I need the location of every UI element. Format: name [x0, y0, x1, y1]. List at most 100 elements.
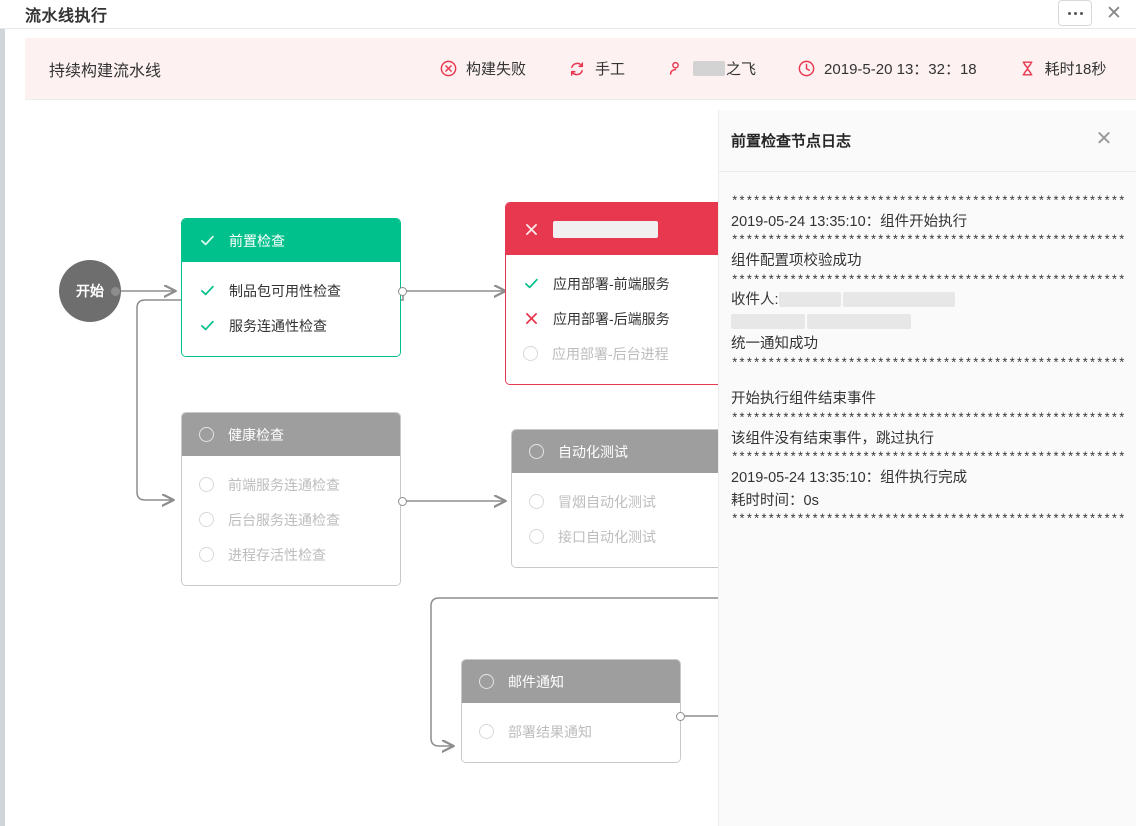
node-task-row[interactable]: 部署结果通知: [462, 714, 680, 749]
circle-icon: [199, 427, 214, 442]
pipeline-status-banner: 持续构建流水线 构建失败 手工 之飞: [25, 38, 1136, 99]
node-header-autotest[interactable]: 自动化测试: [512, 430, 718, 473]
operator-name: 之飞: [693, 58, 756, 79]
error-circle-icon: [440, 60, 457, 77]
node-log-panel: 前置检查节点日志 ✕ *****************************…: [718, 110, 1136, 826]
duration-label: 耗时18秒: [1044, 61, 1107, 78]
log-line-separator: ****************************************…: [731, 513, 1124, 528]
start-time: 2019-5-20 13：32：18: [798, 58, 977, 79]
log-panel-header: 前置检查节点日志 ✕: [719, 110, 1136, 172]
trigger-type: 手工: [568, 58, 625, 79]
circle-icon: [529, 494, 544, 509]
title-bar: 流水线执行 ✕: [0, 0, 1136, 29]
left-edge-rail: [0, 28, 5, 826]
graph-node-health[interactable]: 健康检查 前端服务连通检查 后台服务连通检查 进程存活性检查: [181, 412, 401, 586]
node-task-row[interactable]: 服务连通性检查: [182, 308, 400, 343]
node-task-label: 后台服务连通检查: [228, 511, 340, 528]
node-task-row[interactable]: 前端服务连通检查: [182, 467, 400, 502]
recipients-label: 收件人:: [731, 291, 779, 308]
clock-icon: [798, 60, 815, 77]
graph-connectors: [115, 100, 718, 826]
node-task-label: 前端服务连通检查: [228, 476, 340, 493]
graph-node-autotest[interactable]: 自动化测试 冒烟自动化测试 接口自动化测试: [511, 429, 718, 568]
graph-start-label: 开始: [76, 283, 104, 299]
circle-icon: [523, 346, 538, 361]
node-task-row[interactable]: 应用部署-后端服务: [506, 301, 718, 336]
node-header-mail[interactable]: 邮件通知: [462, 660, 680, 703]
pipeline-name: 持续构建流水线: [49, 62, 162, 80]
start-output-port[interactable]: [111, 287, 120, 296]
hourglass-icon: [1019, 60, 1036, 77]
node-title-health: 健康检查: [228, 426, 284, 443]
circle-icon: [479, 724, 494, 739]
check-icon: [523, 275, 540, 292]
build-status-label: 构建失败: [466, 61, 527, 78]
trigger-type-label: 手工: [595, 61, 626, 78]
graph-node-deploy[interactable]: 应用部署-前端服务 应用部署-后端服务 应用部署-后台进程: [505, 202, 718, 385]
node-task-label: 制品包可用性检查: [229, 282, 341, 299]
close-icon[interactable]: ✕: [1106, 2, 1122, 24]
build-status: 构建失败: [440, 58, 526, 79]
node-body-mail: 部署结果通知: [462, 703, 680, 762]
duration: 耗时18秒: [1019, 58, 1107, 79]
node-task-row[interactable]: 冒烟自动化测试: [512, 484, 718, 519]
node-task-label: 应用部署-后台进程: [552, 345, 669, 362]
log-line-separator: ****************************************…: [731, 195, 1124, 209]
node-body-health: 前端服务连通检查 后台服务连通检查 进程存活性检查: [182, 456, 400, 585]
redacted-mask: [553, 220, 658, 238]
log-line-text: 开始执行组件结束事件: [731, 391, 876, 408]
node-task-row[interactable]: 进程存活性检查: [182, 537, 400, 572]
node-task-label: 应用部署-后端服务: [553, 310, 670, 327]
start-time-label: 2019-5-20 13：32：18: [824, 61, 977, 78]
log-line-text: 组件配置项校验成功: [731, 253, 862, 270]
node-task-label: 接口自动化测试: [558, 528, 656, 545]
node-task-row[interactable]: 应用部署-前端服务: [506, 266, 718, 301]
circle-icon: [199, 547, 214, 562]
banner-meta-group: 构建失败 手工 之飞 20: [440, 38, 1106, 99]
node-task-row[interactable]: 接口自动化测试: [512, 519, 718, 554]
node-task-row[interactable]: 制品包可用性检查: [182, 273, 400, 308]
user-icon: [667, 60, 684, 77]
circle-icon: [479, 674, 494, 689]
log-content[interactable]: ****************************************…: [719, 172, 1136, 826]
node-header-deploy[interactable]: [506, 203, 718, 255]
log-line-text: 2019-05-24 13:35:10：组件执行完成: [731, 470, 968, 487]
circle-icon: [199, 477, 214, 492]
graph-node-mail[interactable]: 邮件通知 部署结果通知: [461, 659, 681, 763]
graph-node-precheck[interactable]: 前置检查 制品包可用性检查 服务连通性检查: [181, 218, 401, 357]
log-line-text: 该组件没有结束事件，跳过执行: [731, 430, 934, 447]
redacted-mask: [731, 313, 805, 329]
node-title-autotest: 自动化测试: [558, 443, 628, 460]
node-header-health[interactable]: 健康检查: [182, 413, 400, 456]
node-body-autotest: 冒烟自动化测试 接口自动化测试: [512, 473, 718, 567]
log-line-separator: ****************************************…: [731, 451, 1124, 466]
check-icon: [199, 232, 216, 249]
more-horizontal-icon[interactable]: [1058, 0, 1092, 26]
log-line-recipients: 收件人:: [731, 290, 1124, 334]
log-line-separator: ****************************************…: [731, 356, 1124, 371]
mail-output-port[interactable]: [676, 712, 685, 721]
operator: 之飞: [667, 58, 756, 79]
node-task-label: 部署结果通知: [508, 723, 592, 740]
refresh-icon: [568, 60, 586, 78]
circle-icon: [529, 444, 544, 459]
check-icon: [199, 282, 216, 299]
log-line-text: 耗时时间：0s: [731, 492, 819, 509]
redacted-mask: [842, 292, 955, 308]
node-header-precheck[interactable]: 前置检查: [182, 219, 400, 262]
precheck-output-port[interactable]: [398, 287, 407, 296]
pipeline-graph-canvas[interactable]: 开始 前置检查 制品包可用性检查: [5, 100, 718, 826]
banner-divider: [25, 99, 1136, 100]
node-task-row[interactable]: 应用部署-后台进程: [506, 336, 718, 371]
node-task-label: 应用部署-前端服务: [553, 275, 670, 292]
node-task-row[interactable]: 后台服务连通检查: [182, 502, 400, 537]
graph-start-node[interactable]: 开始: [59, 260, 121, 322]
operator-name-label: 之飞: [726, 61, 757, 78]
redacted-mask: [778, 292, 841, 308]
health-output-port[interactable]: [398, 497, 407, 506]
log-panel-title: 前置检查节点日志: [731, 133, 852, 150]
log-line-separator: ****************************************…: [731, 273, 1124, 288]
close-icon: [523, 221, 540, 238]
close-icon[interactable]: ✕: [1095, 128, 1113, 150]
